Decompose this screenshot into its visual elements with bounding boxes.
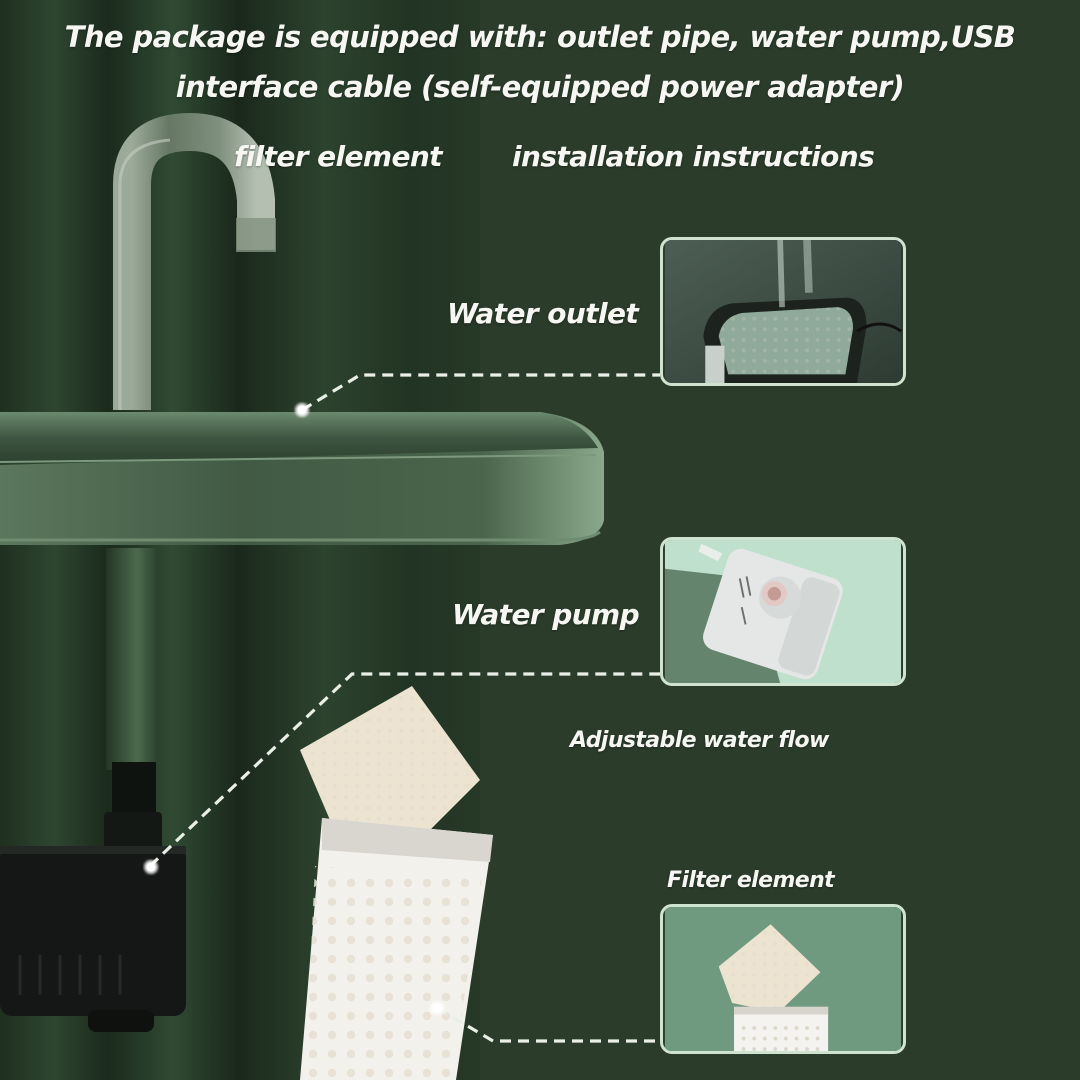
- headline-line-2: interface cable (self-equipped power ada…: [175, 70, 905, 104]
- leader-water-pump: [148, 672, 660, 868]
- filter-element-photo: [664, 907, 902, 1051]
- filter-cartridge: [300, 818, 493, 1080]
- basin: [0, 412, 604, 545]
- package-item-filter: filter element: [234, 140, 443, 173]
- pump-body: [0, 846, 186, 1032]
- leader-dots: [144, 403, 444, 1015]
- detail-card-water-outlet: [660, 237, 906, 386]
- package-item-instructions: installation instructions: [512, 140, 875, 173]
- callout-label-filter-element: Filter element: [667, 868, 835, 893]
- foam-sponge: [300, 686, 480, 840]
- detail-card-water-pump: [660, 537, 906, 686]
- leader-filter-element: [436, 1006, 660, 1043]
- outlet-pipe: [113, 112, 276, 410]
- detail-card-filter-element: [660, 904, 906, 1054]
- water-outlet-photo: [664, 240, 902, 383]
- headline-line-1: The package is equipped with: outlet pip…: [64, 20, 1016, 54]
- water-pump-photo: [664, 540, 902, 683]
- leader-water-outlet: [301, 373, 660, 412]
- leader-lines: [148, 373, 660, 1043]
- callout-label-water-outlet: Water outlet: [447, 297, 639, 330]
- callout-label-adjustable-flow: Adjustable water flow: [570, 728, 829, 753]
- callout-label-water-pump: Water pump: [452, 598, 640, 631]
